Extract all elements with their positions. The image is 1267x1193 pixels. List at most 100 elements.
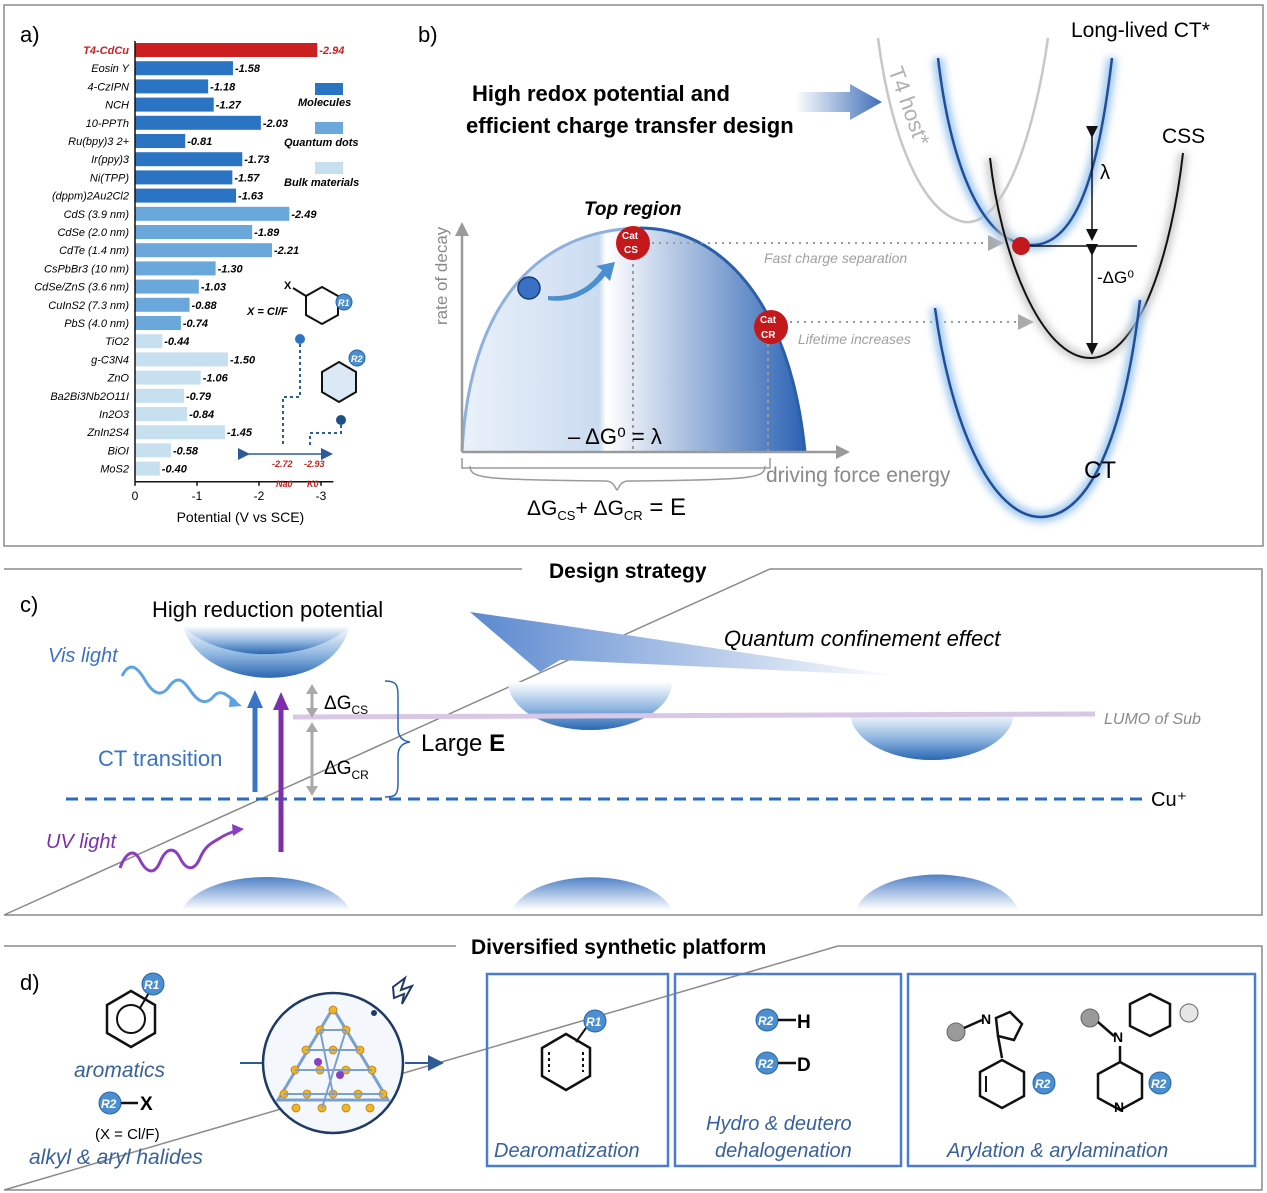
bar-11 [135, 243, 273, 258]
bar-8 [135, 188, 237, 203]
dehalogenation-box [673, 972, 903, 1168]
top-region-label: Top region [584, 199, 681, 220]
bar-category-label: CsPbBr3 (10 nm) [44, 263, 129, 275]
panel-b-label: b) [418, 22, 438, 47]
bar-category-label: 4-CzIPN [87, 81, 129, 93]
panel-c-title: Design strategy [549, 560, 707, 583]
svg-text:Cat: Cat [760, 315, 777, 326]
bar-value-label: -1.63 [238, 191, 263, 203]
panel-d-title: Diversified synthetic platform [471, 936, 766, 959]
svg-text:N: N [1114, 1099, 1124, 1115]
legend-molecules: Molecules [298, 97, 351, 109]
bar-category-label: T4-CdCu [83, 45, 129, 57]
bar-2 [135, 79, 209, 94]
bar-category-label: ZnIn2S4 [86, 427, 129, 439]
bar-18 [135, 370, 201, 385]
decay-plot: Cat CS Cat CR [455, 222, 1034, 491]
bar-10 [135, 225, 253, 239]
bar-value-label: -1.50 [230, 354, 256, 366]
bar-category-label: Eosin Y [91, 63, 129, 75]
bar-category-label: (dppm)2Au2Cl2 [52, 191, 129, 203]
high-reduction-label: High reduction potential [152, 597, 383, 622]
bar-category-label: TiO2 [105, 336, 129, 348]
bar-category-label: Ru(bpy)3 2+ [68, 136, 129, 148]
bar-value-label: -0.88 [192, 300, 218, 312]
svg-text:-2.93: -2.93 [304, 459, 325, 469]
bar-category-label: CdSe/ZnS (3.6 nm) [34, 282, 129, 294]
bar-value-label: -2.03 [263, 118, 288, 130]
bar-9 [135, 206, 290, 221]
svg-text:R1: R1 [144, 978, 160, 992]
panel-ab-frame [3, 4, 1264, 547]
bar-4 [135, 115, 261, 130]
catalyst-sphere-icon [240, 975, 444, 1135]
bar-category-label: ZnO [107, 373, 130, 385]
bar-13 [135, 279, 199, 294]
long-lived-ct-label: Long-lived CT* [1071, 19, 1210, 42]
bar-value-label: -1.30 [218, 263, 244, 275]
bar-15 [135, 316, 181, 330]
cyclohexadiene-icon: R1 [540, 1009, 607, 1092]
headline-line-2: efficient charge transfer design [466, 113, 794, 138]
dg-equals-lambda: – ΔG⁰ = λ [568, 424, 662, 449]
bar-value-label: -1.89 [254, 227, 280, 239]
bar-value-label: -0.58 [173, 445, 199, 457]
bar-21 [135, 425, 225, 440]
lifetime-increases-label: Lifetime increases [798, 331, 911, 347]
legend-quantum-dots: Quantum dots [284, 137, 359, 149]
bar-value-label: -0.84 [189, 409, 214, 421]
svg-text:-2.72: -2.72 [272, 459, 293, 469]
bar-23 [135, 461, 160, 476]
arylation-label: Arylation & arylamination [946, 1140, 1168, 1162]
bar-category-label: In2O3 [99, 409, 130, 421]
lambda-label: λ [1100, 162, 1110, 184]
x-tick-label: 0 [132, 489, 139, 503]
bar-value-label: -1.73 [244, 154, 269, 166]
uv-light-label: UV light [46, 831, 117, 853]
bar-value-label: -0.74 [183, 318, 208, 330]
dg-cs-label: ΔGCS [324, 693, 368, 717]
bar-22 [135, 443, 171, 458]
arylation-products-icon: N R2 N R2 N [946, 992, 1199, 1115]
arylation-box [906, 972, 1257, 1168]
fast-charge-separation-label: Fast charge separation [764, 250, 907, 266]
svg-text:R2: R2 [758, 1057, 774, 1071]
cu-plus-label: Cu⁺ [1151, 789, 1187, 811]
dearomatization-label: Dearomatization [494, 1140, 640, 1162]
bar-value-label: -1.57 [234, 172, 260, 184]
bar-category-label: Ni(TPP) [90, 172, 129, 184]
svg-text:CS: CS [624, 245, 638, 256]
x-cl-f-label: (X = Cl/F) [95, 1126, 160, 1143]
bar-7 [135, 170, 233, 185]
bar-5 [135, 134, 186, 148]
bar-0 [135, 43, 318, 57]
bar-value-label: -1.27 [216, 100, 242, 112]
band-diagram [66, 612, 1145, 910]
bar-value-label: -2.94 [319, 45, 344, 57]
molecule-r2-icon: R2 -2.72 -2.93 Na0 K0 [238, 334, 366, 489]
bar-category-label: BiOI [108, 445, 129, 457]
svg-text:R1: R1 [338, 298, 350, 308]
bar-category-label: CdSe (2.0 nm) [57, 227, 129, 239]
large-e-label: Large E [421, 730, 505, 757]
aromatics-label: aromatics [74, 1059, 166, 1082]
panel-a-label: a) [20, 22, 40, 47]
svg-text:X: X [284, 280, 292, 292]
bar-value-label: -2.49 [291, 209, 317, 221]
minus-dg0-label: -ΔG⁰ [1097, 268, 1134, 287]
svg-text:N: N [1113, 1029, 1123, 1045]
dg-sum-equation: ΔGCS+ ΔGCR = E [527, 494, 686, 523]
bar-value-label: -1.18 [210, 81, 236, 93]
headline-line-1: High redox potential and [472, 81, 730, 106]
hydro-deutero-icon: R2 H R2 D [755, 1008, 811, 1076]
bar-value-label: -1.58 [235, 63, 261, 75]
bar-category-label: MoS2 [100, 464, 129, 476]
svg-text:R2: R2 [758, 1014, 774, 1028]
decay-y-axis-label: rate of decay [432, 226, 451, 325]
legend-swatch-bulk [315, 162, 343, 174]
bar-category-label: Ir(ppy)3 [91, 154, 130, 166]
bar-6 [135, 152, 243, 167]
bar-1 [135, 61, 233, 76]
